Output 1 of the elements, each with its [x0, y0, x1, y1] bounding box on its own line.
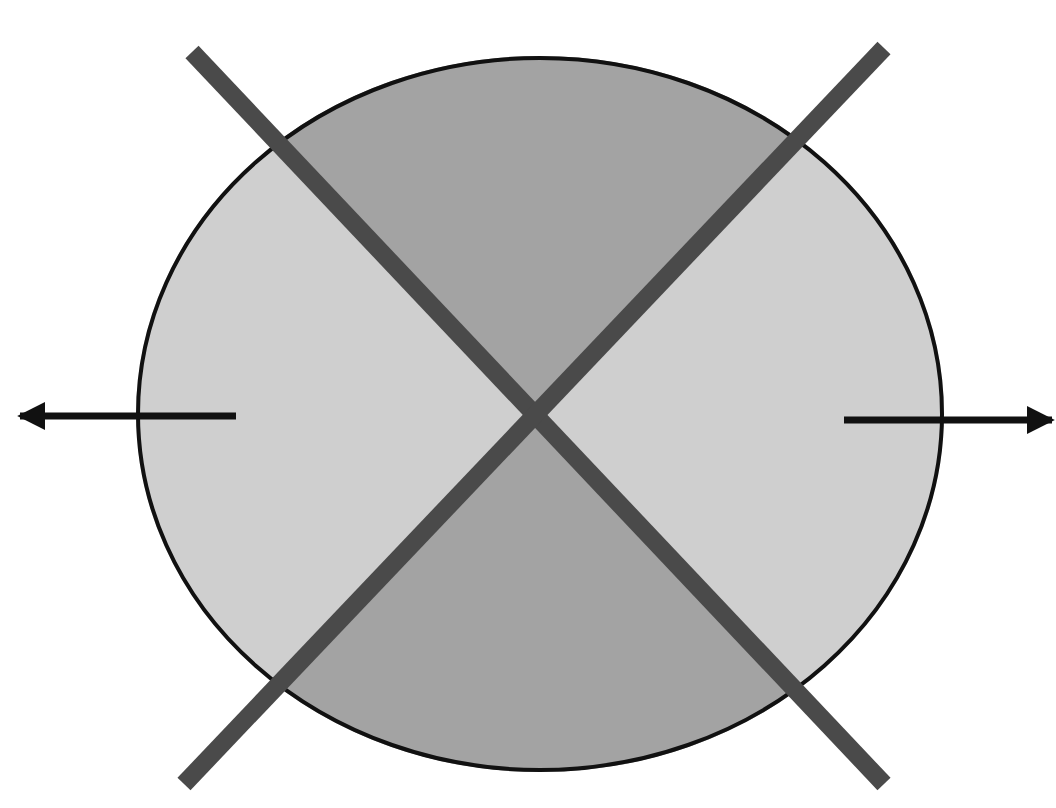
circle-drawing — [136, 56, 944, 772]
